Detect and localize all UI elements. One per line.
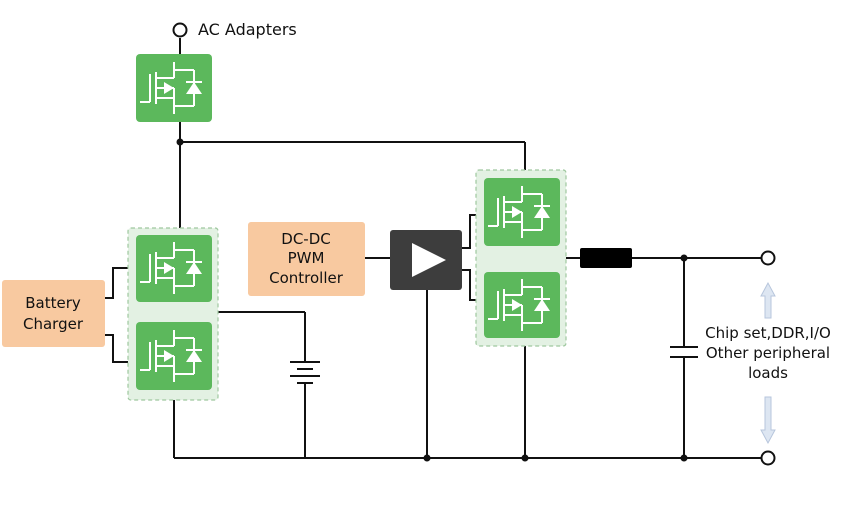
buck-switch-group (475, 169, 567, 347)
pwm-controller-label-line2: PWM (288, 249, 325, 267)
battery-charger-label-line1: Battery (25, 294, 81, 312)
ac-adapters-label: AC Adapters (198, 20, 297, 39)
pwm-controller-label-line1: DC-DC (281, 230, 330, 248)
low-side-mosfet-icon (484, 272, 560, 338)
ac-input-mosfet-icon (136, 54, 212, 122)
output-positive-terminal-icon (760, 250, 776, 266)
output-ground-terminal-icon (760, 450, 776, 466)
battery-icon (290, 361, 320, 384)
inductor-icon (580, 248, 632, 268)
loads-label-line3: loads (748, 364, 788, 382)
junction-dots (176, 138, 688, 462)
battery-charger-label-line2: Charger (23, 315, 84, 333)
pwm-controller-block: DC-DC PWM Controller (248, 222, 365, 296)
loads-label-line1: Chip set,DDR,I/O (705, 324, 831, 342)
pwm-controller-label-line3: Controller (269, 269, 344, 287)
battery-charger-block: Battery Charger (2, 280, 105, 347)
battery-lower-mosfet-icon (136, 322, 212, 390)
battery-upper-mosfet-icon (136, 235, 212, 302)
high-side-mosfet-icon (484, 178, 560, 246)
battery-switch-group (127, 227, 219, 401)
capacitor-icon (670, 346, 698, 358)
load-arrow-down-icon (760, 396, 776, 445)
load-arrow-up-icon (760, 281, 776, 319)
ac-adapter-terminal-icon (172, 22, 188, 38)
gate-driver-amplifier-icon (390, 230, 462, 290)
loads-label-line2: Other peripheral (706, 344, 830, 362)
